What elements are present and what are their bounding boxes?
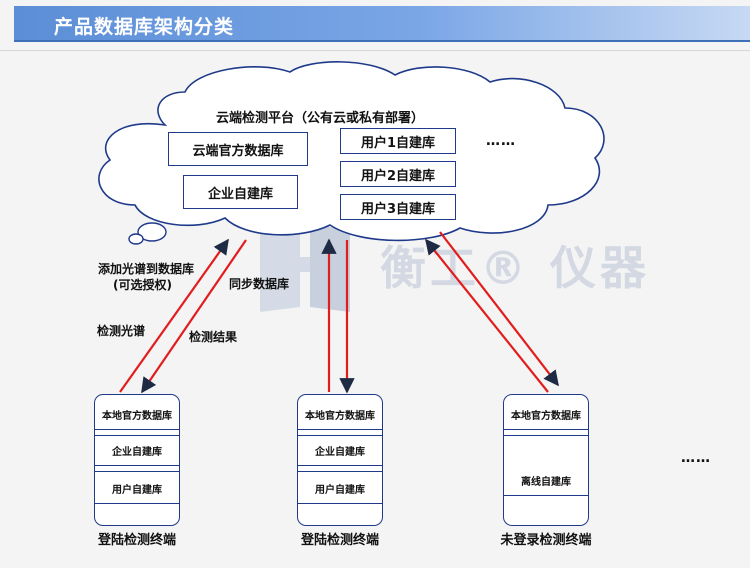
page-title: 产品数据库架构分类 <box>54 16 235 38</box>
terminal-1-row-enterprise: 企业自建库 <box>112 447 162 458</box>
cloud-user2-db: 用户2自建库 <box>340 161 456 187</box>
terminal-3-db: 本地官方数据库 离线自建库 <box>503 394 589 526</box>
db-separator <box>298 503 382 504</box>
terminal-1-row-user: 用户自建库 <box>112 485 162 496</box>
db-separator <box>298 435 382 436</box>
terminal-2-db: 本地官方数据库 企业自建库 用户自建库 <box>297 394 383 526</box>
db-separator <box>298 465 382 466</box>
title-bar: 产品数据库架构分类 <box>14 6 750 42</box>
db-separator <box>504 429 588 430</box>
db-separator <box>95 465 179 466</box>
divider-line <box>0 50 750 51</box>
terminal-2-row-official: 本地官方数据库 <box>305 411 375 422</box>
arrow-download-result <box>141 239 247 394</box>
label-add-spectrum: 添加光谱到数据库 <box>98 262 195 276</box>
arrow-t3-down <box>439 231 559 387</box>
db-separator <box>504 435 588 436</box>
terminal-2-label: 登陆检测终端 <box>300 533 379 548</box>
cloud-more: …… <box>486 133 516 149</box>
terminal-2-row-user: 用户自建库 <box>315 485 365 496</box>
label-detect-result: 检测结果 <box>189 330 238 344</box>
cloud-user3-db: 用户3自建库 <box>340 194 456 220</box>
db-separator <box>95 435 179 436</box>
terminal-3-label: 未登录检测终端 <box>500 533 592 548</box>
arrow-t3-up <box>425 238 549 393</box>
watermark-text: 衡工® 仪器 <box>380 241 651 295</box>
label-sync-db: 同步数据库 <box>229 277 290 291</box>
db-separator <box>95 503 179 504</box>
db-separator <box>298 471 382 472</box>
cloud-official-db: 云端官方数据库 <box>168 132 308 166</box>
terminal-1-label: 登陆检测终端 <box>97 533 176 548</box>
cloud-user1-db: 用户1自建库 <box>340 128 456 154</box>
arrow-upload-spectrum <box>119 238 229 393</box>
terminal-1-row-official: 本地官方数据库 <box>102 411 172 422</box>
db-separator <box>95 429 179 430</box>
db-separator <box>504 495 588 496</box>
terminal-1-db: 本地官方数据库 企业自建库 用户自建库 <box>94 394 180 526</box>
terminal-3-row-official: 本地官方数据库 <box>511 411 581 422</box>
watermark-logo-shape <box>260 222 350 312</box>
more-terminals: …… <box>681 450 711 466</box>
cloud-enterprise-db: 企业自建库 <box>183 175 298 209</box>
terminal-3-row-offline: 离线自建库 <box>521 477 571 488</box>
db-separator <box>95 471 179 472</box>
terminal-2-row-enterprise: 企业自建库 <box>315 447 365 458</box>
db-separator <box>298 429 382 430</box>
label-optional-auth: (可选授权) <box>113 278 172 292</box>
label-detect-spectrum: 检测光谱 <box>97 324 146 338</box>
cloud-title: 云端检测平台（公有云或私有部署） <box>216 111 425 126</box>
sync-arrows <box>119 231 559 394</box>
